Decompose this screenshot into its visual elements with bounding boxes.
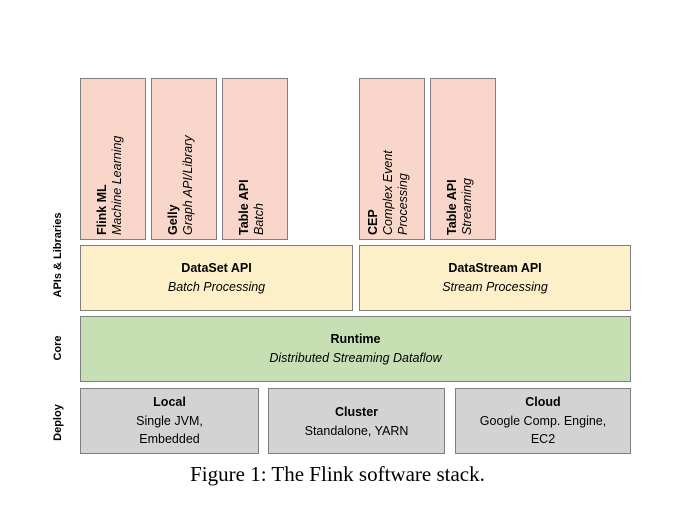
library-title: Flink ML (95, 184, 109, 235)
library-box-cep: CEP Complex Event Processing (359, 78, 425, 240)
datastream-api-title: DataStream API (448, 261, 542, 275)
library-subtitle: Graph API/Library (181, 135, 195, 235)
side-label-apis-libraries: APIs & Libraries (52, 212, 64, 298)
deploy-cloud-box: Cloud Google Comp. Engine, EC2 (455, 388, 631, 454)
library-subtitle: Batch (252, 203, 266, 235)
datastream-api-subtitle: Stream Processing (442, 280, 548, 294)
figure-caption: Figure 1: The Flink software stack. (190, 462, 485, 486)
deploy-cloud-line1: Google Comp. Engine, (479, 414, 607, 428)
runtime-title: Runtime (330, 332, 381, 346)
library-title: CEP (366, 209, 380, 235)
library-box-table-api-streaming: Table API Streaming (430, 78, 496, 240)
dataset-api-box: DataSet API Batch Processing (80, 245, 353, 311)
library-subtitle: Machine Learning (110, 135, 124, 235)
library-title: Table API (237, 179, 251, 235)
dataset-api-subtitle: Batch Processing (167, 280, 266, 294)
deploy-cluster-box: Cluster Standalone, YARN (268, 388, 445, 454)
library-subtitle-line2: Processing (396, 173, 410, 235)
deploy-cluster-line1: Standalone, YARN (304, 424, 409, 438)
side-label-deploy: Deploy (52, 404, 64, 441)
deploy-local-line2: Embedded (139, 432, 200, 446)
deploy-local-box: Local Single JVM, Embedded (80, 388, 259, 454)
library-subtitle: Streaming (460, 178, 474, 235)
deploy-local-line1: Single JVM, (136, 414, 203, 428)
library-title: Table API (445, 179, 459, 235)
runtime-subtitle: Distributed Streaming Dataflow (269, 351, 442, 365)
dataset-api-title: DataSet API (181, 261, 252, 275)
runtime-box: Runtime Distributed Streaming Dataflow (80, 316, 631, 382)
library-box-table-api-batch: Table API Batch (222, 78, 288, 240)
deploy-cluster-title: Cluster (334, 405, 379, 419)
datastream-api-box: DataStream API Stream Processing (359, 245, 631, 311)
deploy-local-title: Local (153, 395, 186, 409)
library-box-flink-ml: Flink ML Machine Learning (80, 78, 146, 240)
deploy-cloud-title: Cloud (525, 395, 561, 409)
library-subtitle: Complex Event (381, 150, 395, 235)
library-title: Gelly (166, 204, 180, 235)
deploy-cloud-line2: EC2 (530, 432, 556, 446)
library-box-gelly: Gelly Graph API/Library (151, 78, 217, 240)
side-label-core: Core (52, 335, 64, 361)
